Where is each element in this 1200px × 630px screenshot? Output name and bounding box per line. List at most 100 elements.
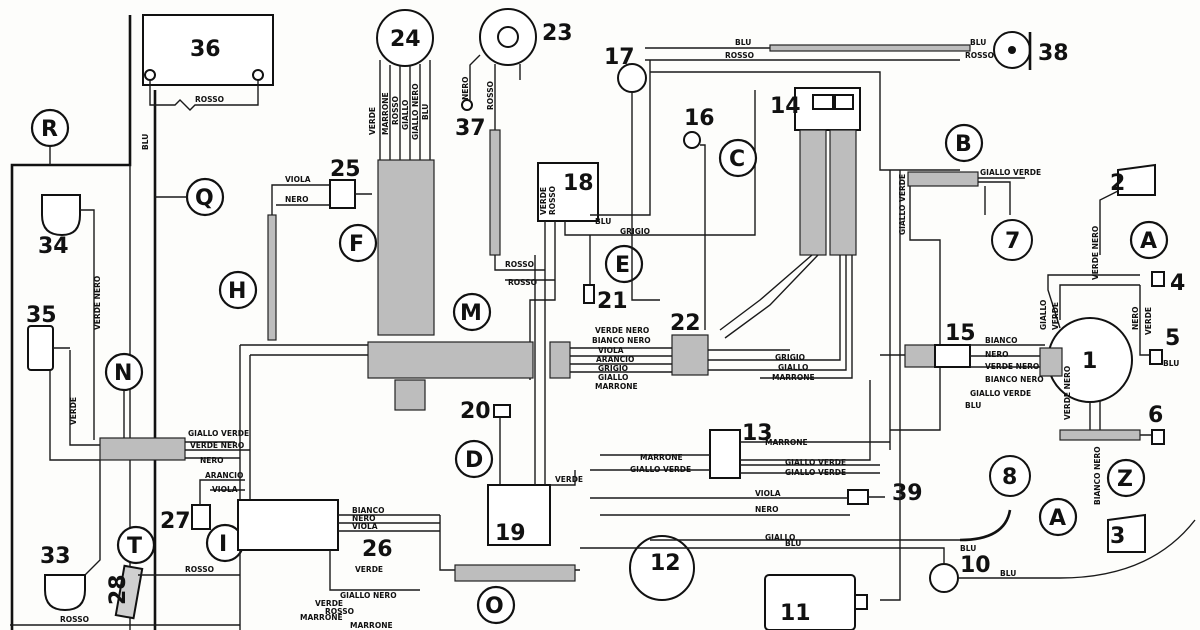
lamp-2: 2 — [1110, 163, 1156, 196]
wire-label-verde-2: VERDE — [368, 107, 377, 135]
flasher-17: 17 BLU ROSSO BLU ROSSO — [604, 38, 994, 301]
label-7: 7 — [1005, 229, 1020, 254]
label-17: 17 — [604, 45, 635, 70]
wire-label-marrone: MARRONE — [381, 92, 390, 135]
label-18: 18 — [563, 171, 594, 196]
label-2: 2 — [1110, 171, 1125, 196]
connector-O: O — [454, 564, 576, 625]
bubble-N: N — [114, 361, 132, 386]
switch-25: 25 — [329, 157, 372, 209]
connector-A-bottom: A — [1038, 497, 1196, 579]
right-harness — [740, 170, 901, 601]
wire-label-rosso-9: ROSSO — [725, 51, 754, 60]
wire-label-nero-6: NERO — [985, 350, 1009, 359]
wire-label-blu-7: BLU — [785, 539, 801, 548]
connector-15: 15 BIANCO NERO VERDE NERO BIANCO NERO GI… — [880, 321, 1045, 410]
wire-label-giallo: GIALLO — [401, 100, 410, 130]
label-8: 8 — [1002, 465, 1017, 490]
wire-label-verde-nero: VERDE NERO — [93, 276, 102, 330]
bubble-F: F — [349, 232, 364, 257]
label-36: 36 — [190, 37, 221, 62]
connector-C: C — [718, 138, 758, 178]
wire-label-verde-4: VERDE — [355, 565, 383, 574]
wire-label-bianco-nero-3: BIANCO NERO — [1093, 446, 1102, 505]
fuse-block-26: 26 BIANCO NERO VIOLA VERDE GIALLO NERO V… — [237, 499, 580, 630]
wire-label-giallo-verde-6: GIALLO VERDE — [898, 174, 907, 235]
component-11: 11 — [764, 574, 868, 630]
label-34: 34 — [38, 234, 69, 259]
wire-label-giallo-nero: GIALLO NERO — [411, 83, 420, 140]
wire-label-rosso-5: ROSSO — [486, 81, 495, 110]
label-33: 33 — [40, 544, 71, 569]
connector-Z: Z — [1106, 458, 1146, 498]
wire-label-rosso-10: ROSSO — [965, 51, 994, 60]
bulb-6: 6 — [1148, 403, 1165, 445]
wire-label-viola-4: VIOLA — [352, 522, 378, 531]
lamp-34: 34 VERDE NERO — [38, 194, 102, 330]
wire-label-giallo-verde-3: GIALLO VERDE — [785, 468, 846, 477]
wire-label-grigio-2: GRIGIO — [598, 364, 628, 373]
wire-label-giallo-5: GIALLO — [1039, 300, 1048, 330]
wire-label-nero-5: NERO — [755, 505, 779, 514]
label-39: 39 — [892, 481, 923, 506]
junction-22: 22 VERDE NERO BIANCO NERO VIOLA ARANCIO … — [592, 311, 815, 391]
wire-label-giallo-3: GIALLO — [778, 363, 808, 372]
wire-label-marrone-4: MARRONE — [300, 613, 343, 622]
wire-label-blu-4: BLU — [735, 38, 751, 47]
wire-label-rosso: ROSSO — [195, 95, 224, 104]
wire-label-blu-5: BLU — [970, 38, 986, 47]
wire-label-nero-7: NERO — [1131, 306, 1140, 330]
wire-label-rosso-4: ROSSO — [391, 96, 400, 125]
connector-T: T 28 ROSSO ROSSO — [60, 525, 240, 624]
connector-D: D — [454, 417, 501, 485]
gauge-12: 12 — [629, 535, 695, 601]
connector-M: M — [239, 292, 790, 500]
wire-label-verde-3: VERDE — [539, 187, 548, 215]
regulator-18: 18 VERDE ROSSO BLU GRIGIO — [529, 60, 756, 380]
label-10: 10 — [960, 553, 991, 578]
bubble-A-bottom: A — [1049, 506, 1066, 531]
battery-36: 36 ROSSO BLU — [141, 14, 274, 150]
connector-H: H VIOLA NERO — [218, 175, 330, 341]
wire-label-bianco-nero: BIANCO NERO — [592, 336, 651, 345]
wire-label-verde-nero-6: VERDE NERO — [1063, 366, 1072, 420]
label-4: 4 — [1170, 271, 1185, 296]
label-27: 27 — [160, 509, 191, 534]
label-26: 26 — [362, 537, 393, 562]
bubble-T: T — [127, 534, 142, 559]
bubble-H: H — [228, 279, 246, 304]
wire-label-verde-7: VERDE — [1051, 302, 1060, 330]
label-5: 5 — [1165, 326, 1180, 351]
wire-label-bianco-2: BIANCO — [985, 336, 1017, 345]
wire-label-verde-nero-2: VERDE NERO — [190, 441, 244, 450]
label-1: 1 — [1082, 349, 1097, 374]
wire-label-viola-2: VIOLA — [285, 175, 311, 184]
label-28: 28 — [106, 574, 131, 605]
wire-label-verde-5: VERDE — [315, 599, 343, 608]
wire-label-giallo-nero-2: GIALLO NERO — [340, 591, 397, 600]
connector-R: R — [30, 108, 70, 165]
lamp-35: 35 — [26, 303, 70, 371]
label-14: 14 — [770, 94, 801, 119]
wire-label-giallo-verde-5: GIALLO VERDE — [980, 168, 1041, 177]
wire-label-giallo-2: GIALLO — [598, 373, 628, 382]
wire-label-rosso-2: ROSSO — [185, 565, 214, 574]
headlight-1: 1 VERDE NERO GIALLO VERDE NERO VERDE BLU… — [1039, 189, 1179, 505]
label-19: 19 — [495, 521, 526, 546]
gauge-8: 8 GIALLO BLU — [650, 455, 1031, 553]
wire-label-bianco: BIANCO — [352, 506, 384, 515]
wire-label-blu-2: BLU — [421, 104, 430, 120]
label-22: 22 — [670, 311, 701, 336]
connector-13: 13 MARRONE GIALLO VERDE GIALLO VERDE MAR… — [590, 421, 890, 479]
wire-label-blu-3: BLU — [595, 217, 611, 226]
bulb-5: 5 — [1149, 326, 1180, 365]
bulb-4: 4 — [1151, 271, 1185, 296]
wire-label-verde: VERDE — [69, 397, 78, 425]
connector-Q: Q — [155, 177, 225, 217]
wire-label-rosso-6: ROSSO — [505, 260, 534, 269]
wire-label-marrone-6: MARRONE — [765, 438, 808, 447]
label-38: 38 — [1038, 41, 1069, 66]
label-3: 3 — [1110, 524, 1125, 549]
wire-label-arancio-2: ARANCIO — [596, 355, 634, 364]
